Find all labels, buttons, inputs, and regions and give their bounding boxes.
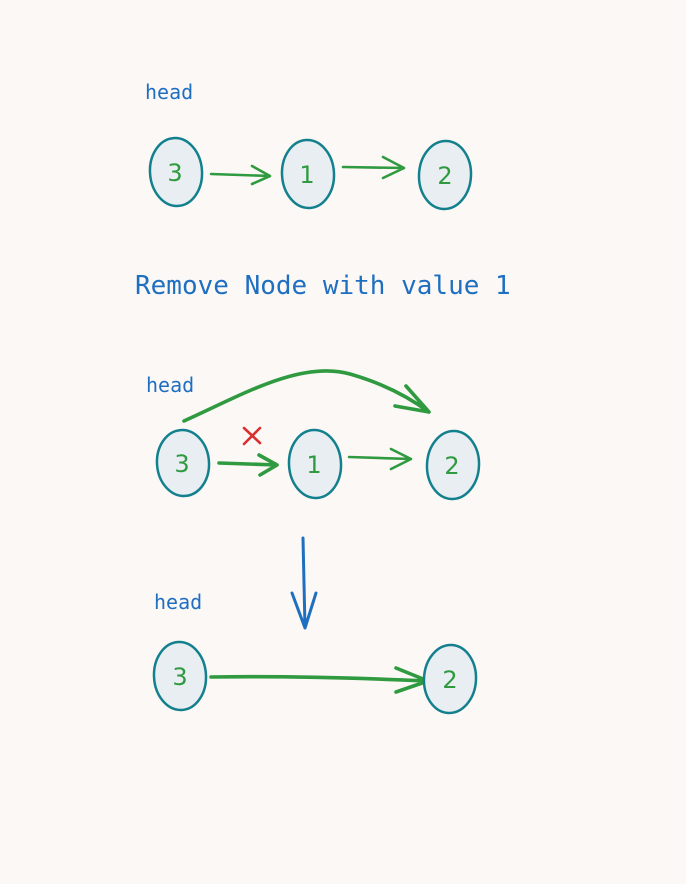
remove-x-icon (242, 426, 262, 446)
before-node-2: 1 (280, 138, 336, 210)
node-circle (417, 139, 473, 211)
node-circle (148, 136, 204, 208)
cut-mark (242, 426, 262, 446)
next-pointer-arrow (341, 155, 406, 180)
node-value: 3 (167, 159, 182, 187)
node-circle (152, 640, 208, 712)
before-section: head 3 1 2 (145, 80, 473, 211)
bypass-pointer-arrow (182, 369, 431, 423)
before-node-3: 2 (417, 139, 473, 211)
node-circle (425, 429, 481, 501)
next-pointer-arrow (217, 453, 279, 477)
node-circle (280, 138, 336, 210)
head-label: head (145, 80, 193, 104)
during-node-2: 1 (287, 428, 343, 500)
during-node-1: 3 (155, 428, 211, 498)
next-pointer-arrow (209, 164, 272, 186)
diagram-title: Remove Node with value 1 (135, 271, 511, 301)
node-value: 1 (306, 451, 321, 479)
node-circle (155, 428, 211, 498)
during-node-3: 2 (425, 429, 481, 501)
node-value: 2 (442, 666, 457, 694)
after-section: head 3 2 (152, 590, 478, 715)
next-pointer-arrow (347, 447, 413, 471)
before-node-1: 3 (148, 136, 204, 208)
head-label: head (146, 373, 194, 397)
node-value: 2 (437, 162, 452, 190)
transition-arrow (290, 536, 318, 630)
head-label: head (154, 590, 202, 614)
during-section: head 3 1 2 (146, 369, 481, 501)
node-circle (287, 428, 343, 500)
node-value: 3 (174, 450, 189, 478)
node-value: 1 (299, 161, 314, 189)
node-value: 2 (444, 452, 459, 480)
node-circle (422, 643, 478, 715)
node-value: 3 (172, 663, 187, 691)
next-pointer-arrow (209, 666, 430, 694)
after-node-2: 2 (422, 643, 478, 715)
after-node-1: 3 (152, 640, 208, 712)
